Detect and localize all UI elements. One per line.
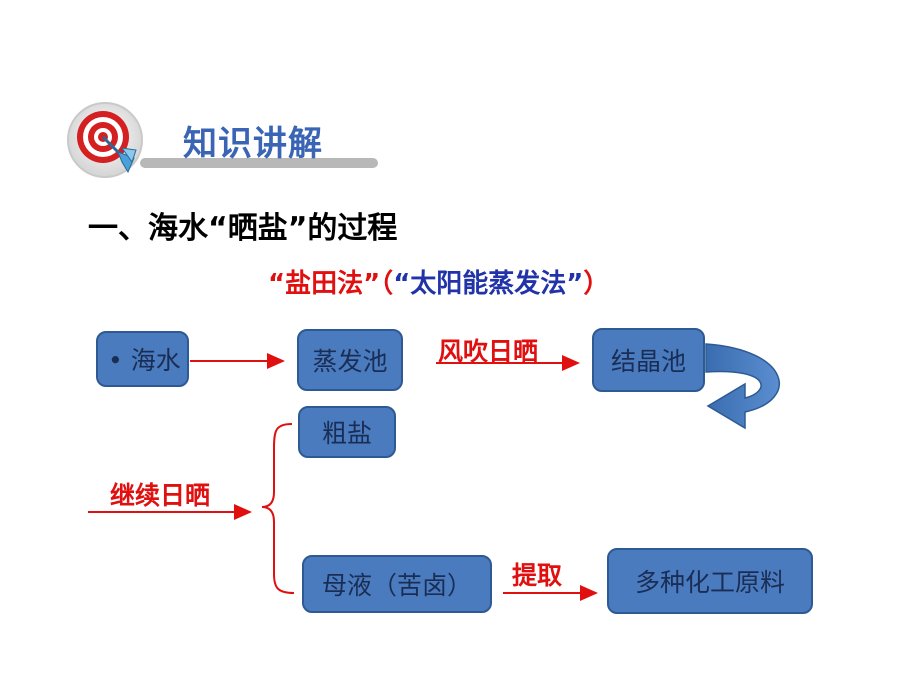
box-crude-salt: 粗盐 — [298, 406, 396, 458]
label-extract: 提取 — [512, 561, 563, 590]
title-underline-bar — [140, 158, 378, 168]
subtitle-part1: “盐田法”（ — [268, 269, 394, 299]
box-crystallization-pond: 结晶池 — [592, 328, 705, 392]
curved-return-arrow — [705, 343, 780, 430]
subtitle: “盐田法”（“太阳能蒸发法”） — [268, 263, 609, 300]
label-continue-sun: 继续日晒 — [110, 481, 211, 510]
section-title: 知识讲解 — [183, 124, 323, 164]
page-heading: 一、海水“晒盐”的过程 — [88, 211, 398, 246]
box-seawater: • 海水 — [96, 331, 189, 387]
box-chemical-materials: 多种化工原料 — [607, 548, 813, 614]
subtitle-part2: “太阳能蒸发法” — [393, 269, 584, 299]
brace-bracket — [261, 423, 295, 594]
box-evaporation-pond: 蒸发池 — [297, 329, 403, 391]
subtitle-part3: ） — [583, 269, 610, 299]
label-wind-sun: 风吹日晒 — [438, 337, 539, 366]
box-mother-liquor: 母液（苦卤） — [302, 555, 492, 613]
